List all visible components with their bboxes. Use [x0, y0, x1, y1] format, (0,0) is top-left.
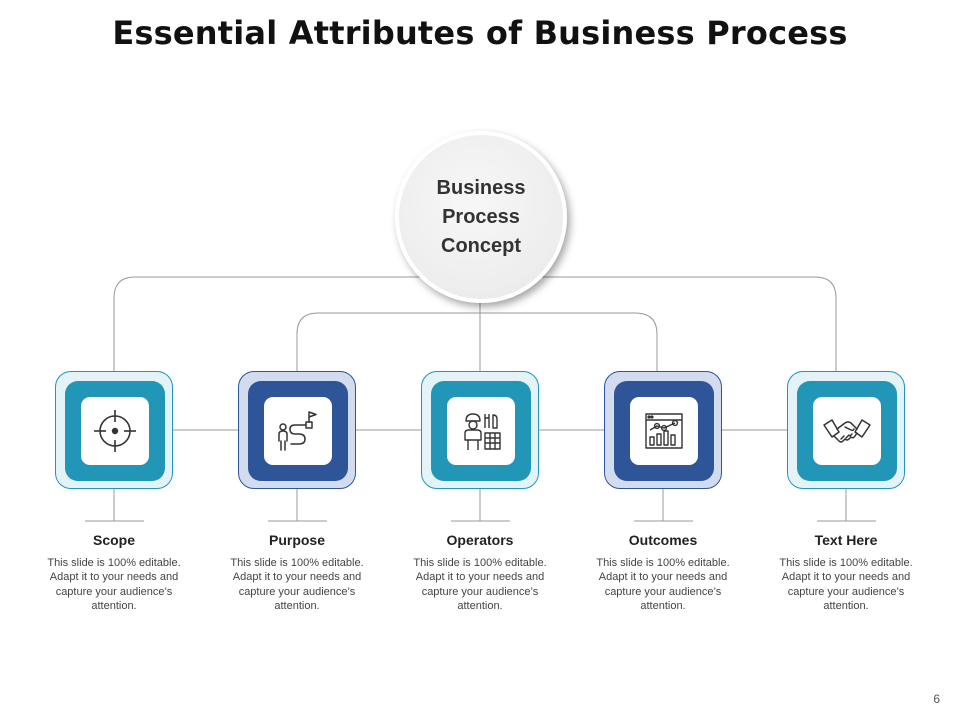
tile-operators — [421, 371, 539, 489]
person-path-flag-icon — [278, 411, 317, 451]
tile-scope-inner — [65, 381, 165, 481]
operator-tools-icon — [464, 413, 501, 450]
item-desc-text-here: This slide is 100% editable. Adapt it to… — [779, 557, 913, 612]
drop-2 — [268, 489, 327, 522]
tile-text-here-core — [813, 397, 881, 465]
drop-1 — [85, 489, 144, 522]
tile-text-here-inner — [797, 381, 897, 481]
drop-5 — [817, 489, 876, 522]
page-number: 6 — [933, 692, 940, 706]
center-label: Business Process Concept — [436, 176, 526, 257]
crosshair-icon — [94, 410, 136, 452]
tile-scope — [55, 371, 173, 489]
tile-text-here — [787, 371, 905, 489]
item-title-scope: Scope — [92, 532, 135, 548]
analytics-dashboard-icon — [645, 413, 683, 449]
tile-scope-core — [81, 397, 149, 465]
item-title-purpose: Purpose — [268, 532, 325, 548]
item-title-text-here: Text Here — [814, 532, 878, 548]
tile-outcomes-inner — [614, 381, 714, 481]
tile-operators-core — [447, 397, 515, 465]
drop-4 — [634, 489, 693, 522]
tile-purpose — [238, 371, 356, 489]
item-title-outcomes: Outcomes — [628, 532, 698, 548]
drop-3 — [451, 489, 510, 522]
tile-outcomes — [604, 371, 722, 489]
slide-title: Essential Attributes of Business Process — [112, 14, 848, 52]
item-desc-purpose: This slide is 100% editable. Adapt it to… — [230, 557, 364, 612]
item-desc-outcomes: This slide is 100% editable. Adapt it to… — [596, 557, 730, 612]
center-concept-circle: Business Process Concept — [395, 131, 567, 303]
handshake-icon — [823, 419, 871, 443]
item-title-operators: Operators — [446, 532, 514, 548]
tile-purpose-core — [264, 397, 332, 465]
item-desc-operators: This slide is 100% editable. Adapt it to… — [413, 557, 547, 612]
tile-operators-inner — [431, 381, 531, 481]
item-desc-scope: This slide is 100% editable. Adapt it to… — [47, 557, 181, 612]
tile-outcomes-core — [630, 397, 698, 465]
tile-purpose-inner — [248, 381, 348, 481]
inner-connector — [296, 312, 658, 371]
